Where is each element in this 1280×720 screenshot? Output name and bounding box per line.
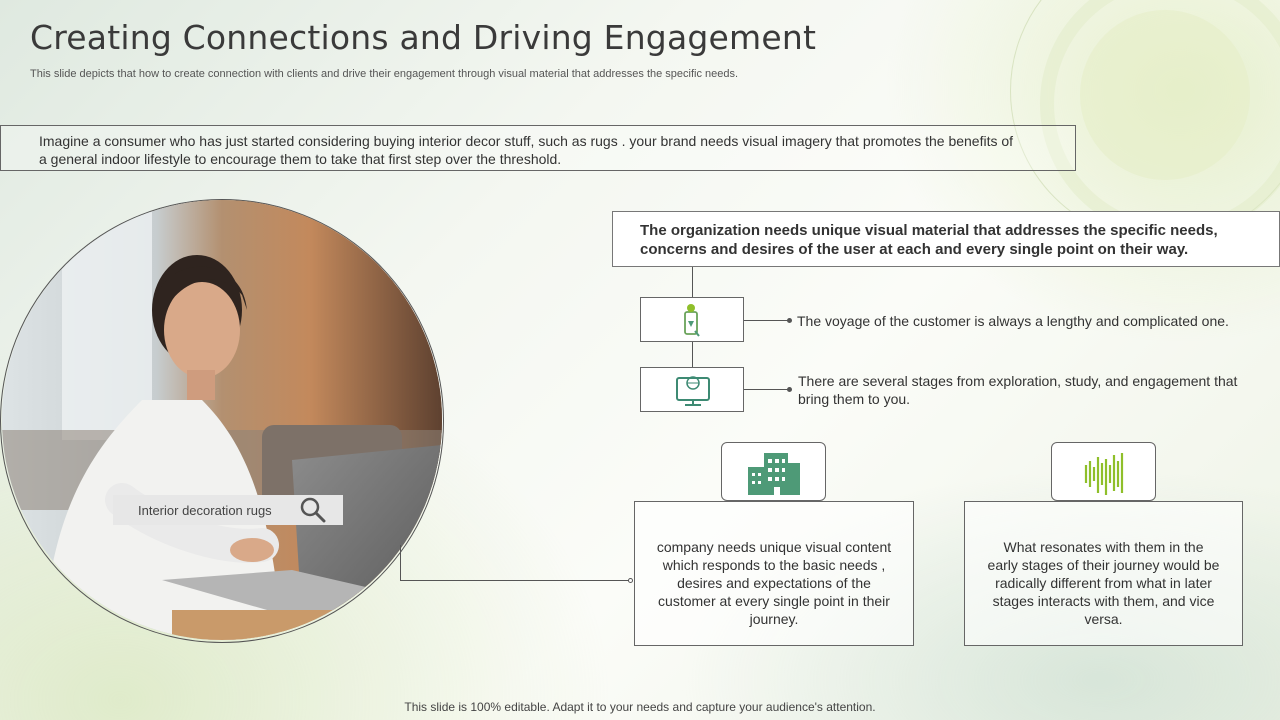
info-card: company needs unique visual content whic… xyxy=(634,501,914,646)
building-icon xyxy=(748,453,800,495)
organization-statement-box: The organization needs unique visual mat… xyxy=(612,211,1280,267)
step-connector xyxy=(744,320,790,321)
magnifier-icon xyxy=(300,497,326,523)
photo-connector xyxy=(400,580,632,581)
mobile-idea-icon xyxy=(684,304,700,337)
organization-statement: The organization needs unique visual mat… xyxy=(640,222,1218,258)
info-card-text: What resonates with them in the early st… xyxy=(987,539,1220,627)
footer-note: This slide is 100% editable. Adapt it to… xyxy=(404,700,876,714)
step-icon-box xyxy=(640,297,744,342)
connector-line xyxy=(692,342,693,367)
step-dot xyxy=(787,387,792,392)
step-text: There are several stages from exploratio… xyxy=(798,373,1238,407)
search-bar-overlay: Interior decoration rugs xyxy=(113,495,343,525)
connector-line xyxy=(692,267,693,297)
info-card-text: company needs unique visual content whic… xyxy=(656,539,892,627)
woman-laptop-photo xyxy=(2,200,442,640)
page-subtitle: This slide depicts that how to create co… xyxy=(30,68,739,80)
photo-illustration xyxy=(2,200,442,640)
connector-end-dot xyxy=(628,578,633,583)
photo-connector xyxy=(400,545,401,581)
decorative-disc xyxy=(1080,10,1250,180)
step-connector xyxy=(744,389,790,390)
info-card: What resonates with them in the early st… xyxy=(964,501,1243,646)
card-icon-tab xyxy=(721,442,826,501)
search-text: Interior decoration rugs xyxy=(138,503,272,518)
sound-wave-icon xyxy=(1084,453,1124,495)
step-text: The voyage of the customer is always a l… xyxy=(797,313,1229,329)
photo-frame-ring xyxy=(0,199,444,643)
page-title: Creating Connections and Driving Engagem… xyxy=(30,18,817,57)
intro-text: Imagine a consumer who has just started … xyxy=(39,133,1014,167)
monitor-globe-icon xyxy=(676,376,710,406)
intro-box: Imagine a consumer who has just started … xyxy=(0,125,1076,171)
step-icon-box xyxy=(640,367,744,412)
step-dot xyxy=(787,318,792,323)
card-icon-tab xyxy=(1051,442,1156,501)
